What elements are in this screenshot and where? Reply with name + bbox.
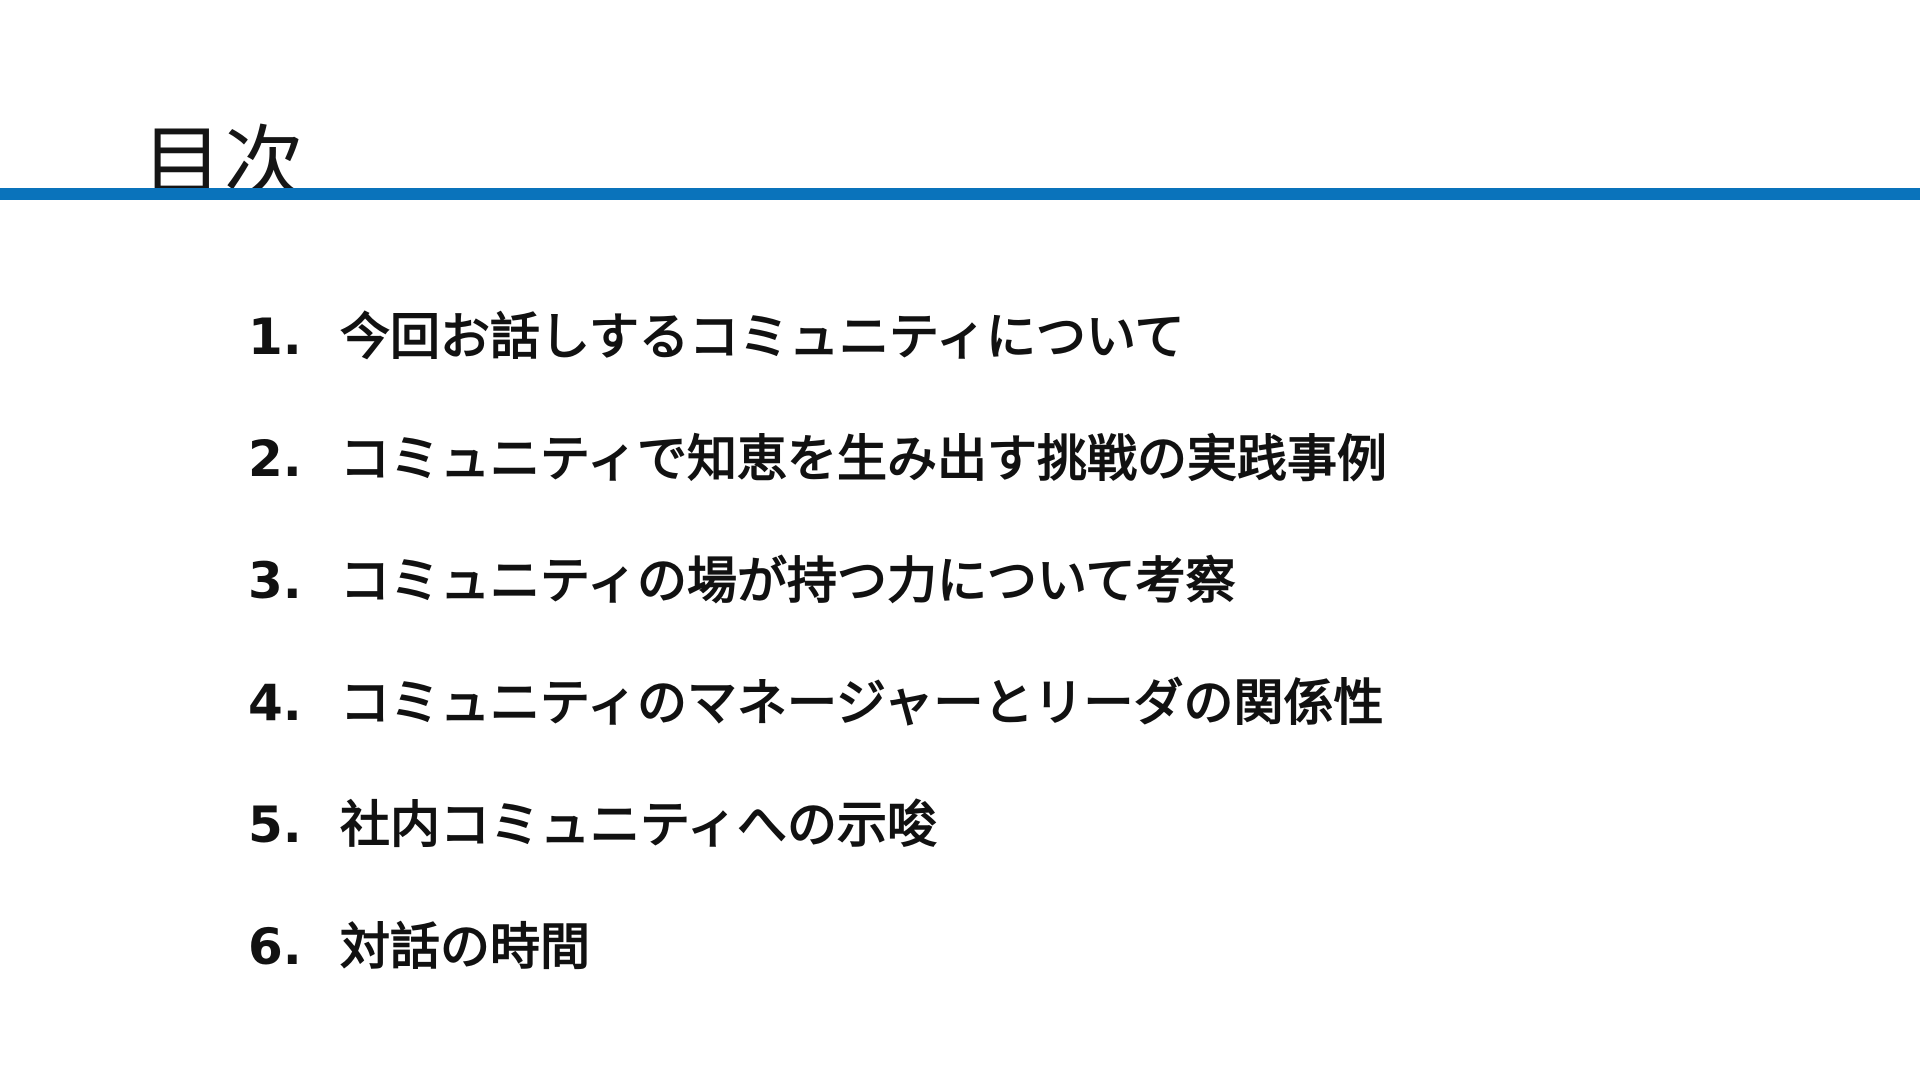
toc-item-3: 3. コミュニティの場が持つ力について考察: [248, 520, 1387, 642]
toc-item-number: 5.: [248, 796, 302, 854]
toc-item-number: 1.: [248, 308, 302, 366]
toc-item-5: 5. 社内コミュニティへの示唆: [248, 764, 1387, 886]
toc-item-1: 1. 今回お話しするコミュニティについて: [248, 276, 1387, 398]
toc-item-text: 社内コミュニティへの示唆: [340, 796, 937, 854]
toc-item-text: コミュニティの場が持つ力について考察: [340, 552, 1236, 610]
toc-item-2: 2. コミュニティで知恵を生み出す挑戦の実践事例: [248, 398, 1387, 520]
toc-item-number: 6.: [248, 918, 302, 976]
toc-item-number: 3.: [248, 552, 302, 610]
toc-item-text: 今回お話しするコミュニティについて: [340, 308, 1185, 366]
toc-item-text: コミュニティのマネージャーとリーダの関係性: [340, 674, 1384, 732]
toc-item-text: 対話の時間: [340, 918, 590, 976]
title-divider: [0, 188, 1920, 200]
toc-item-number: 2.: [248, 430, 302, 488]
toc-item-number: 4.: [248, 674, 302, 732]
table-of-contents: 1. 今回お話しするコミュニティについて 2. コミュニティで知恵を生み出す挑戦…: [248, 276, 1387, 1008]
toc-item-4: 4. コミュニティのマネージャーとリーダの関係性: [248, 642, 1387, 764]
toc-item-text: コミュニティで知恵を生み出す挑戦の実践事例: [340, 430, 1387, 488]
toc-item-6: 6. 対話の時間: [248, 886, 1387, 1008]
